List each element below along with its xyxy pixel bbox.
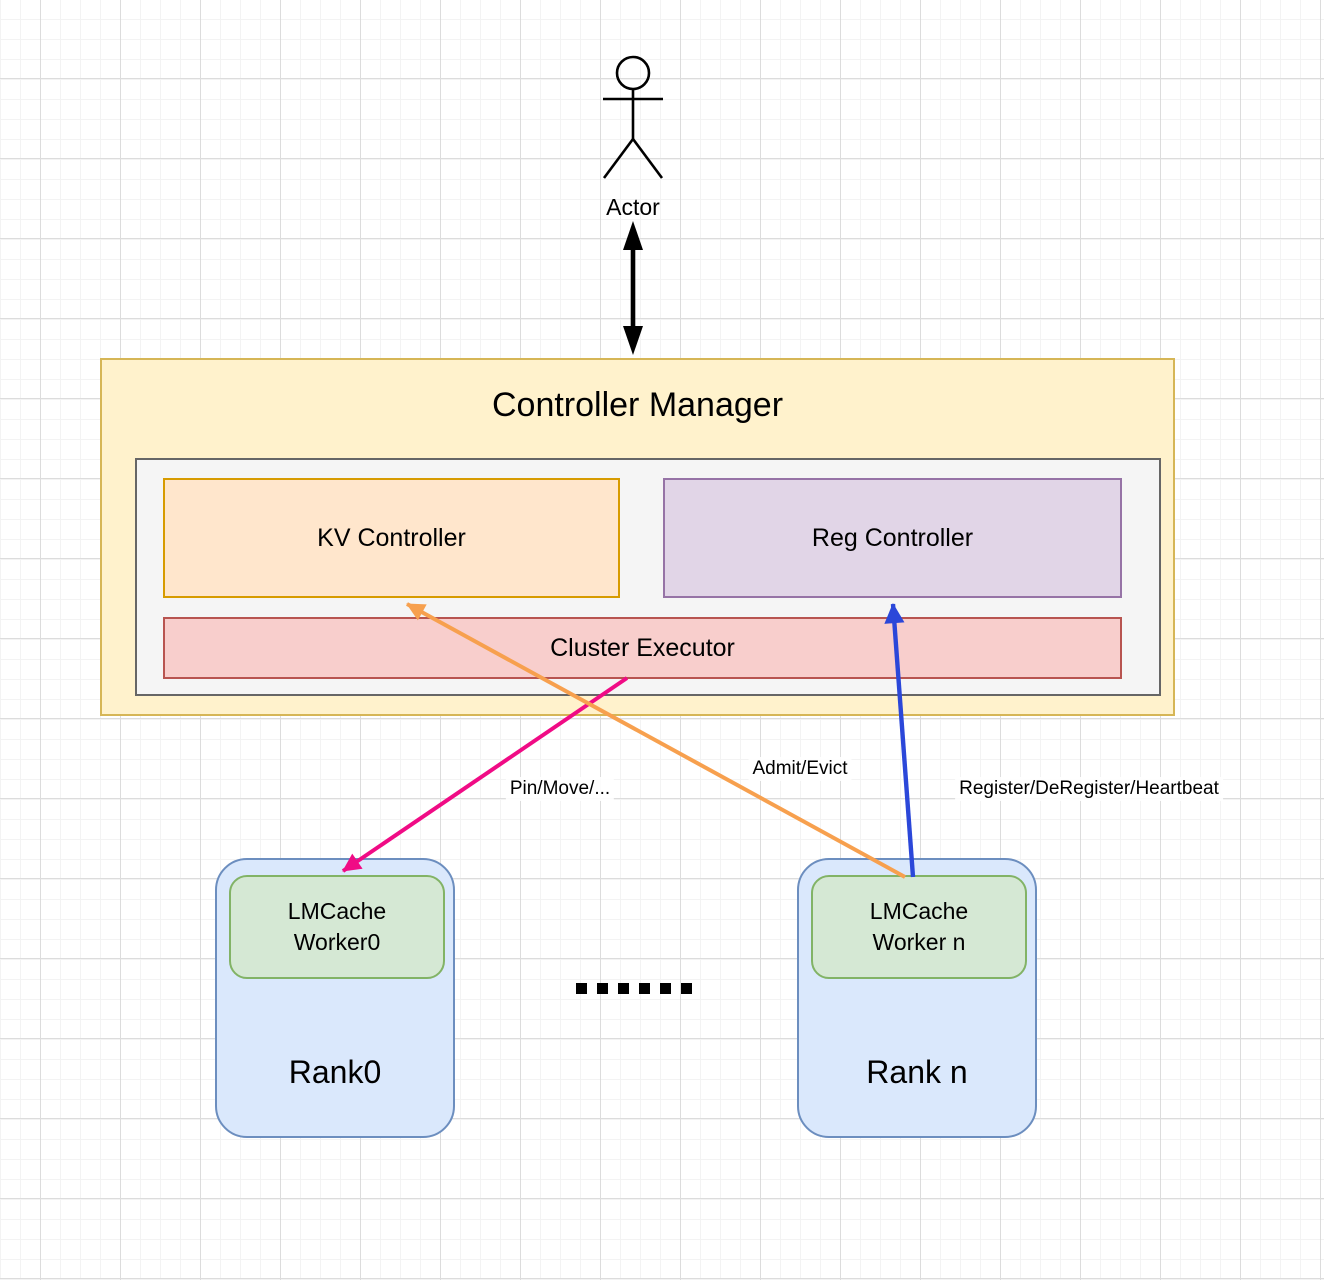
ellipsis-dot bbox=[639, 983, 650, 994]
actor-leg-left bbox=[602, 138, 635, 179]
controller-manager-title: Controller Manager bbox=[491, 385, 784, 424]
actor-leg-right bbox=[631, 138, 664, 179]
rank0-label: Rank0 bbox=[288, 1053, 382, 1090]
actor-figure[interactable] bbox=[602, 55, 664, 179]
lmcache-worker0-box[interactable]: LMCache Worker0 bbox=[229, 875, 445, 979]
ellipsis-dots bbox=[576, 983, 692, 994]
ellipsis-dot bbox=[660, 983, 671, 994]
reg-controller-box[interactable]: Reg Controller bbox=[663, 478, 1122, 598]
reg-controller-label: Reg Controller bbox=[811, 523, 974, 552]
kv-controller-box[interactable]: KV Controller bbox=[163, 478, 620, 598]
actor-head bbox=[615, 55, 651, 91]
ellipsis-dot bbox=[618, 983, 629, 994]
edge-label-admit-evict: Admit/Evict bbox=[748, 757, 852, 781]
edge-label-register: Register/DeRegister/Heartbeat bbox=[955, 777, 1223, 801]
ellipsis-dot bbox=[681, 983, 692, 994]
rank0-box[interactable]: LMCache Worker0 Rank0 bbox=[215, 858, 455, 1138]
actor-label: Actor bbox=[606, 193, 660, 220]
actor-manager-arrow[interactable] bbox=[623, 221, 643, 355]
cluster-executor-label: Cluster Executor bbox=[550, 633, 735, 662]
ellipsis-dot bbox=[576, 983, 587, 994]
rank-n-label: Rank n bbox=[866, 1053, 968, 1090]
cluster-executor-box[interactable]: Cluster Executor bbox=[163, 617, 1122, 679]
ellipsis-dot bbox=[597, 983, 608, 994]
kv-controller-label: KV Controller bbox=[317, 523, 466, 552]
lmcache-worker0-label: LMCache Worker0 bbox=[287, 897, 387, 955]
lmcache-worker-n-box[interactable]: LMCache Worker n bbox=[811, 875, 1027, 979]
edge-label-pin-move: Pin/Move/... bbox=[505, 777, 615, 801]
lmcache-worker-n-label: LMCache Worker n bbox=[869, 897, 969, 955]
rank-n-box[interactable]: LMCache Worker n Rank n bbox=[797, 858, 1037, 1138]
